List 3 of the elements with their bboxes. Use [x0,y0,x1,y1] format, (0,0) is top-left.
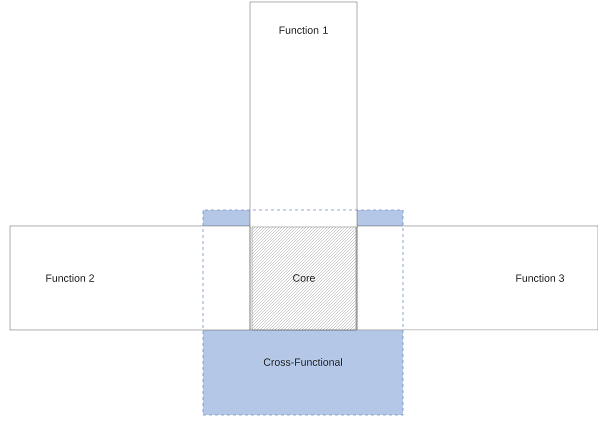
function-box: Function 2 [10,226,250,330]
function-box: Function 3 [356,226,598,330]
core-box: Core [252,226,356,330]
